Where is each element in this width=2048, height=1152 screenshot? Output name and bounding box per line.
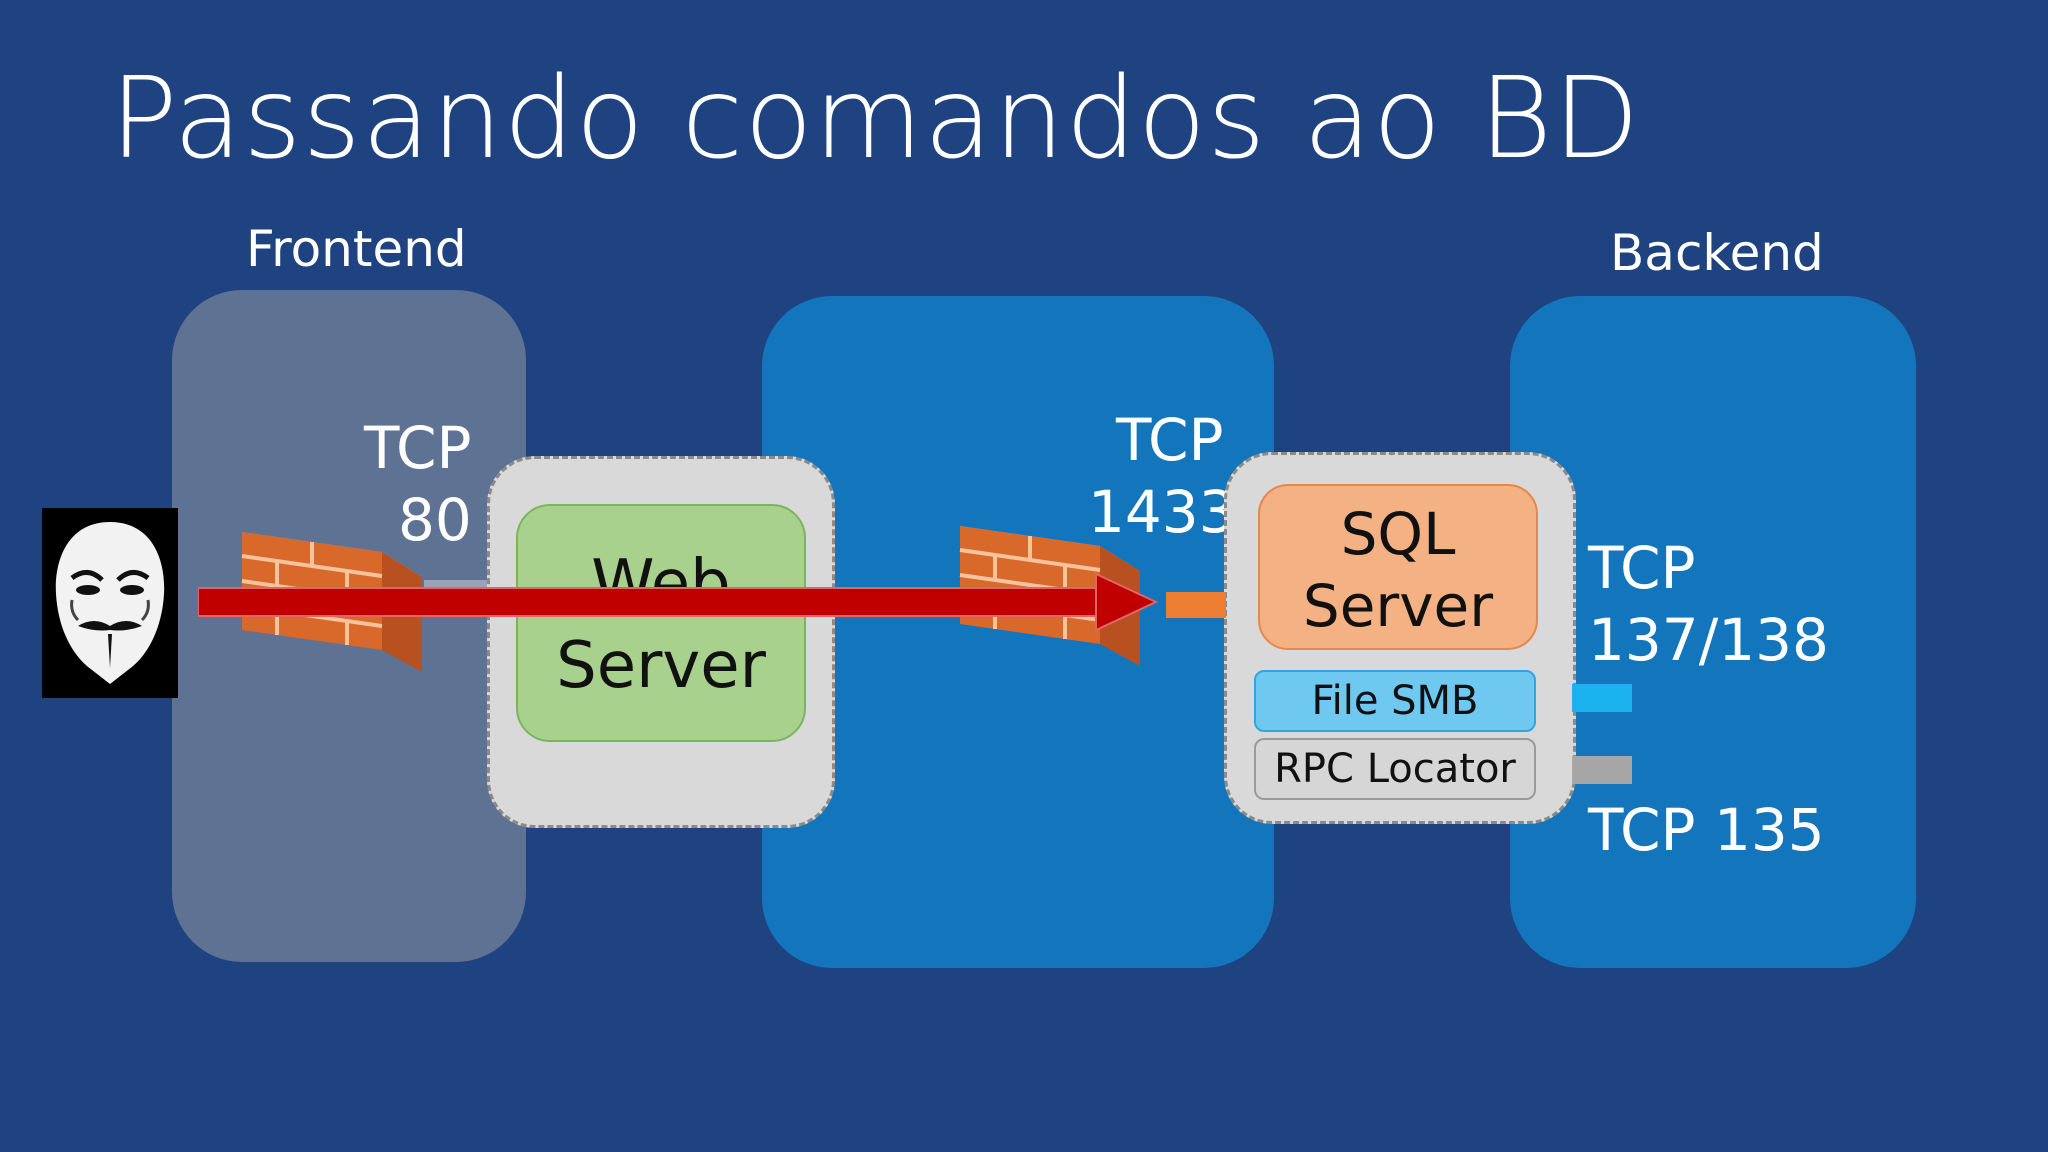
port-label-tcp80-line2: 80: [398, 486, 472, 554]
rpc-locator-service: RPC Locator: [1254, 738, 1536, 800]
tcp80-connector: [424, 580, 488, 590]
attack-arrow: [198, 572, 1158, 632]
frontend-label: Frontend: [246, 220, 467, 278]
sql-server-box: SQL Server: [1258, 484, 1538, 650]
sql-server-label-line2: Server: [1302, 572, 1494, 640]
backend-zone: [1510, 296, 1916, 968]
slide-title: Passando comandos ao BD: [110, 54, 1641, 184]
hacker-mask-icon: [55, 522, 165, 684]
port-label-tcp137-line2: 137/138: [1588, 606, 1829, 674]
port-label-tcp80-line1: TCP: [364, 414, 472, 482]
port-135-marker: [1572, 756, 1632, 784]
port-1433-marker: [1166, 592, 1226, 618]
port-label-tcp137-line1: TCP: [1588, 534, 1696, 602]
attacker-avatar: [42, 508, 178, 698]
port-label-tcp1433-line2: 1433: [1088, 478, 1236, 546]
sql-server-label-line1: SQL: [1340, 500, 1456, 568]
port-label-tcp1433-line1: TCP: [1116, 406, 1224, 474]
web-server-label-line2: Server: [556, 629, 766, 703]
port-label-tcp135: TCP 135: [1588, 796, 1825, 864]
web-server-box: Web Server: [516, 504, 806, 742]
backend-label: Backend: [1610, 224, 1824, 282]
port-137-marker: [1572, 684, 1632, 712]
file-smb-service: File SMB: [1254, 670, 1536, 732]
